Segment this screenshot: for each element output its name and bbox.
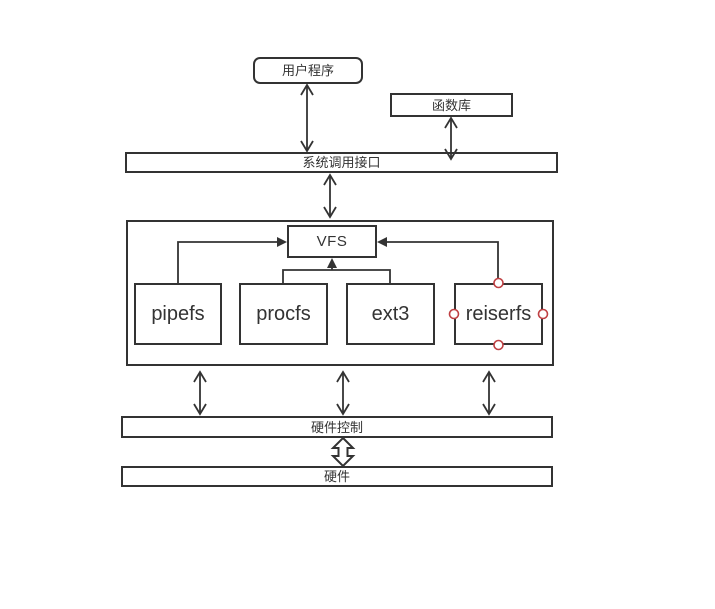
node-ext3[interactable]: ext3 [346,283,435,345]
node-procfs-label: procfs [256,303,311,325]
node-procfs[interactable]: procfs [239,283,328,345]
arrow-syscall-vfs-container [323,173,337,219]
node-ext3-label: ext3 [371,303,410,325]
node-function-library[interactable]: 函数库 [390,93,513,117]
arrow-container-hwcontrol-right [482,370,496,416]
node-reiserfs-label: reiserfs [465,303,532,325]
node-vfs[interactable]: VFS [287,225,377,258]
node-pipefs[interactable]: pipefs [134,283,222,345]
bar-syscall-interface-label: 系统调用接口 [302,155,381,170]
node-pipefs-label: pipefs [151,303,205,325]
node-vfs-label: VFS [316,233,348,250]
node-user-program[interactable]: 用户程序 [253,57,363,84]
arrow-container-hwcontrol-left [193,370,207,416]
node-function-library-label: 函数库 [431,97,471,113]
bar-hardware[interactable]: 硬件 [121,466,553,487]
bar-hardware-control[interactable]: 硬件控制 [121,416,553,438]
arrow-container-hwcontrol-middle [336,370,350,416]
bar-syscall-interface[interactable]: 系统调用接口 [125,152,558,173]
block-arrow-hwcontrol-hardware [330,436,356,468]
bar-hardware-label: 硬件 [323,469,350,484]
arrow-user-program-syscall [300,83,314,153]
bar-hardware-control-label: 硬件控制 [310,419,363,435]
node-reiserfs[interactable]: reiserfs [454,283,543,345]
node-user-program-label: 用户程序 [281,63,334,78]
